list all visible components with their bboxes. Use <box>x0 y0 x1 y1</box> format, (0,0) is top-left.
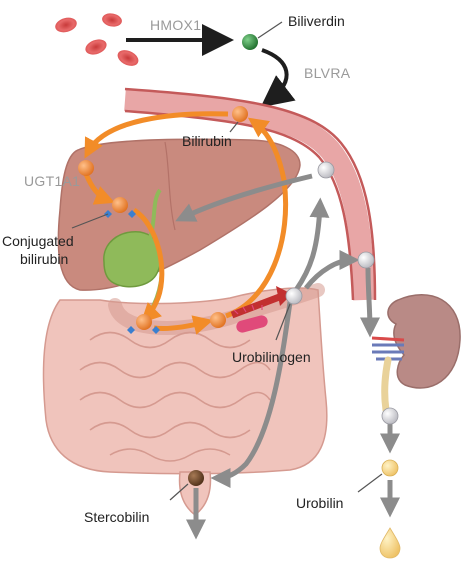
hmox1-label: HMOX1 <box>150 17 201 33</box>
enterohepatic-return-arrow <box>225 117 289 319</box>
red-blood-cell-icon <box>85 39 107 55</box>
vessel-to-kidney-branch-arrow <box>304 250 360 290</box>
red-blood-cell-icon <box>102 13 122 27</box>
gallbladder <box>103 231 162 288</box>
bacterial-conversion-arrowhead <box>276 286 292 306</box>
renal-artery <box>371 336 405 342</box>
urobilin-leader <box>357 473 383 493</box>
blood-vessel <box>124 89 375 301</box>
bilirubin-to-liver-arrow <box>84 111 229 159</box>
biliverdin-label: Biliverdin <box>288 13 345 29</box>
red-blood-cell-icon <box>55 17 77 33</box>
urine-urobilinogen-dot <box>381 407 399 425</box>
urobilin-label: Urobilin <box>296 495 343 511</box>
intestine-conjugated-bilirubin-molecule <box>127 314 160 334</box>
liver <box>57 138 301 291</box>
intestines <box>42 283 328 516</box>
vessel-urobilinogen-dot <box>317 161 335 179</box>
urobilinogen-dot <box>285 287 303 305</box>
intestine-bilirubin-dot <box>210 312 226 328</box>
urobilinogen-leader <box>275 303 291 341</box>
biliverdin-dot <box>242 34 258 50</box>
urobilinogen-label: Urobilinogen <box>232 349 311 365</box>
stercobilin-label: Stercobilin <box>84 509 149 525</box>
urobilinogen-to-vessel-arrow <box>293 197 330 292</box>
vessel-to-kidney-arrow <box>359 267 380 338</box>
liver-conjugation-arrow <box>83 173 115 205</box>
red-blood-cells <box>55 13 139 66</box>
vessel-urobilinogen-dot-lower <box>357 251 375 269</box>
large-intestine <box>42 287 328 475</box>
bile-to-intestine-arrow <box>132 207 165 324</box>
gut-bacteria-icon <box>233 304 268 333</box>
urine-droplet-icon <box>379 527 401 559</box>
stercobilin-dot <box>188 470 204 486</box>
ugt1a1-label: UGT1A1 <box>24 173 80 189</box>
urobilin-dot <box>381 459 399 477</box>
small-intestine-coils <box>79 331 271 462</box>
red-blood-cell-icon <box>117 50 139 66</box>
bacterial-conversion-arrow <box>230 292 284 319</box>
conjugated-bilirubin-label-line1: Conjugated <box>2 233 74 249</box>
urobilinogen-to-stercobilin-arrow <box>210 301 293 488</box>
bilirubin-dot <box>232 106 248 122</box>
liver-bilirubin-dot <box>78 160 94 176</box>
conjugated-bilirubin-label-line2: bilirubin <box>20 251 68 267</box>
conjugated-bilirubin-leader <box>71 213 109 229</box>
blvra-arrow <box>260 48 296 108</box>
vessel-to-liver-arrow <box>175 173 313 222</box>
ureter <box>381 356 392 414</box>
blvra-label: BLVRA <box>304 65 351 81</box>
blood-vessel-edge-outer <box>124 87 377 301</box>
liver-lobe-divider <box>164 141 176 231</box>
kidney <box>387 294 461 389</box>
biliverdin-leader <box>257 21 283 39</box>
bilirubin-label: Bilirubin <box>182 133 232 149</box>
bilirubin-leader <box>229 121 239 133</box>
blood-vessel-edge-inner <box>124 109 355 301</box>
stercobilin-leader <box>169 483 189 501</box>
